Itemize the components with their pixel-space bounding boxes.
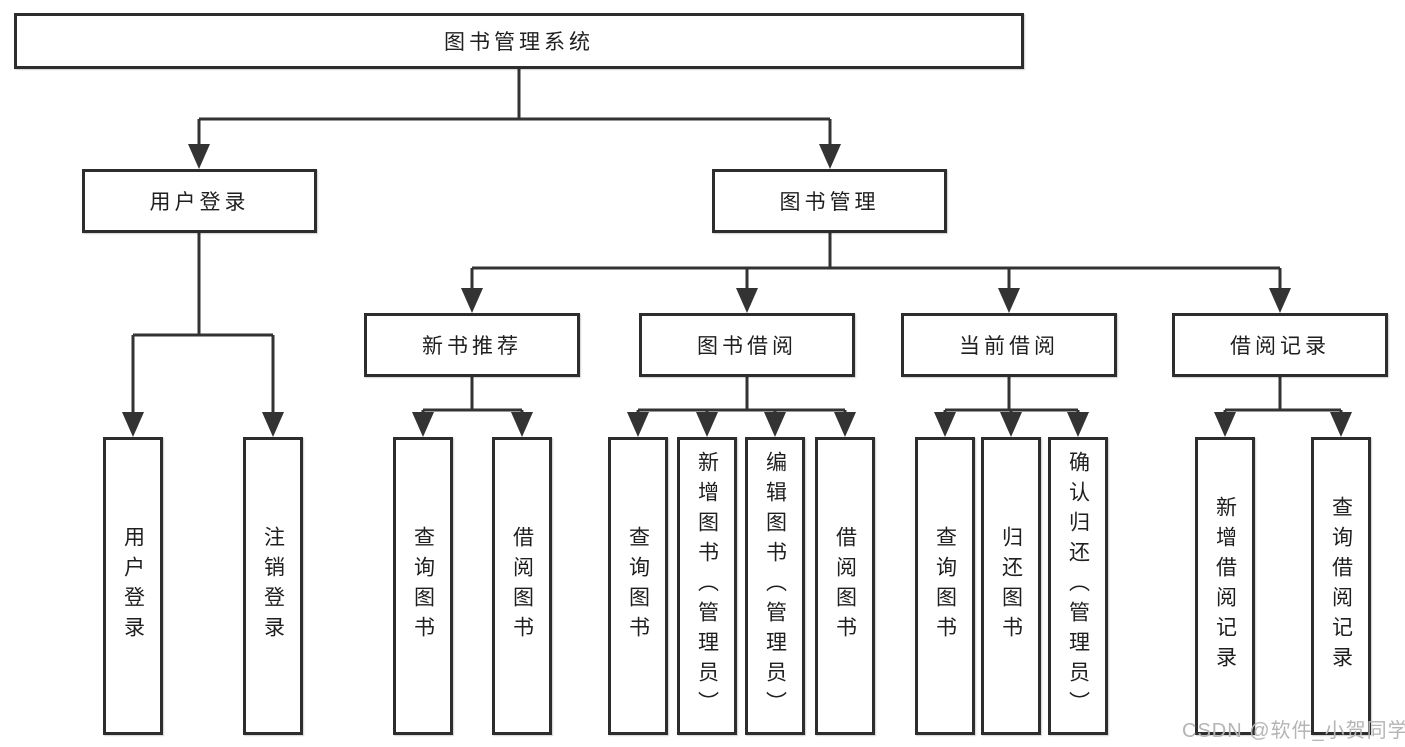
leaf-logout-label: 注销登录 <box>261 526 285 646</box>
leaf-logout: 注销登录 <box>243 437 303 735</box>
leaf-edit-book-admin: 编辑图书（管理员） <box>745 437 805 735</box>
leaf-confirm-return-admin: 确认归还（管理员） <box>1048 437 1108 735</box>
connector-book-management-branch <box>461 233 1291 313</box>
leaf-query-books-current: 查询图书 <box>915 437 975 735</box>
node-new-book-recommendation: 新书推荐 <box>364 313 580 377</box>
leaf-query-books-recommend-label: 查询图书 <box>411 526 435 646</box>
csdn-watermark: CSDN @软件_小贺同学 <box>1182 720 1405 742</box>
leaf-user-login: 用户登录 <box>103 437 163 735</box>
leaf-return-books-label: 归还图书 <box>999 526 1023 646</box>
leaf-add-borrow-record: 新增借阅记录 <box>1195 437 1255 735</box>
node-current-borrowing: 当前借阅 <box>901 313 1117 377</box>
connector-book-borrowing-branch <box>627 377 856 437</box>
connector-current-borrowing-branch <box>934 377 1089 437</box>
node-library-management-system: 图书管理系统 <box>14 13 1024 69</box>
leaf-query-books-borrowing: 查询图书 <box>608 437 668 735</box>
leaf-confirm-return-admin-label: 确认归还（管理员） <box>1066 451 1090 721</box>
connector-user-login-branch <box>122 233 284 437</box>
connector-new-book-branch <box>412 377 533 437</box>
leaf-return-books: 归还图书 <box>981 437 1041 735</box>
node-book-borrowing: 图书借阅 <box>639 313 855 377</box>
connector-borrow-records-branch <box>1214 377 1352 437</box>
leaf-query-borrow-record-label: 查询借阅记录 <box>1329 496 1353 676</box>
leaf-query-books-borrowing-label: 查询图书 <box>626 526 650 646</box>
leaf-add-book-admin-label: 新增图书（管理员） <box>695 451 719 721</box>
node-borrow-records: 借阅记录 <box>1172 313 1388 377</box>
leaf-borrow-books: 借阅图书 <box>815 437 875 735</box>
leaf-query-books-recommend: 查询图书 <box>393 437 453 735</box>
leaf-borrow-books-recommend-label: 借阅图书 <box>510 526 534 646</box>
leaf-user-login-label: 用户登录 <box>121 526 145 646</box>
connector-root-to-level2 <box>188 69 841 169</box>
leaf-borrow-books-recommend: 借阅图书 <box>492 437 552 735</box>
leaf-add-borrow-record-label: 新增借阅记录 <box>1213 496 1237 676</box>
node-book-management: 图书管理 <box>712 169 947 233</box>
leaf-query-borrow-record: 查询借阅记录 <box>1311 437 1371 735</box>
leaf-borrow-books-label: 借阅图书 <box>833 526 857 646</box>
leaf-query-books-current-label: 查询图书 <box>933 526 957 646</box>
leaf-add-book-admin: 新增图书（管理员） <box>677 437 737 735</box>
node-user-login: 用户登录 <box>82 169 317 233</box>
leaf-edit-book-admin-label: 编辑图书（管理员） <box>763 451 787 721</box>
